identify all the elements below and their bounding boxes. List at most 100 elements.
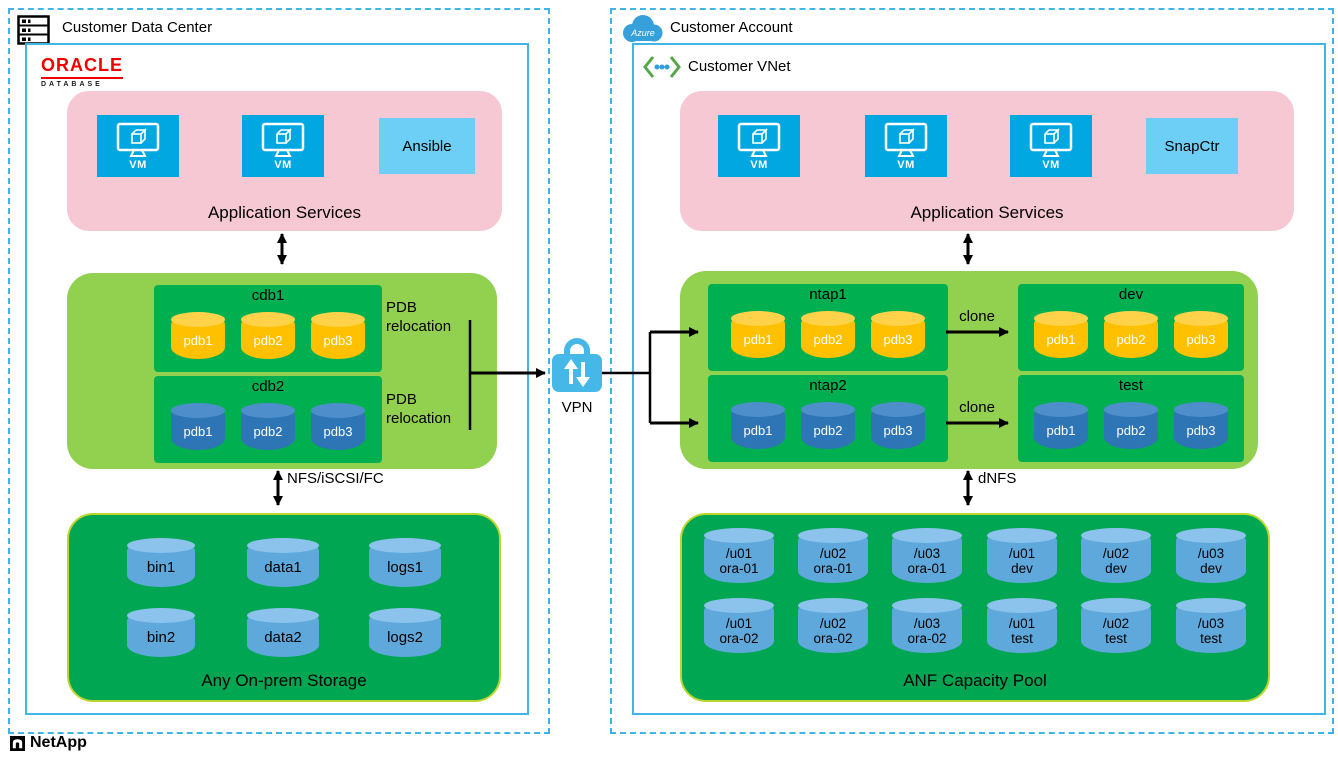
pdb-cylinder: pdb3 (871, 311, 925, 358)
netapp-mark-icon (10, 735, 25, 751)
storage-volume-cylinder: bin2 (127, 608, 195, 657)
pdb-cylinder: pdb1 (731, 311, 785, 358)
onprem-application-services-box: VM VM Ansible Application Services (67, 91, 502, 231)
pdb-cylinder: pdb2 (801, 402, 855, 449)
pdb-label: pdb3 (323, 423, 353, 439)
pdb-label: pdb3 (323, 332, 353, 348)
volume-label: bin1 (146, 558, 176, 576)
pdb-label: pdb2 (253, 423, 283, 439)
volume-label: bin2 (146, 628, 176, 646)
anf-capacity-pool-label: ANF Capacity Pool (903, 671, 1047, 690)
pdb-label: pdb1 (743, 422, 773, 438)
volume-label: /u03 ora-01 (907, 545, 947, 576)
volume-label: /u02 dev (1102, 545, 1130, 576)
pdb-label: pdb2 (813, 422, 843, 438)
volume-label: logs2 (387, 628, 423, 646)
volume-label: /u01 ora-01 (719, 545, 759, 576)
pdb-label: pdb1 (1046, 331, 1076, 347)
dnfs-protocol-label: dNFS (978, 470, 1017, 487)
volume-label: /u01 dev (1008, 545, 1036, 576)
storage-volume-cylinder: logs1 (369, 538, 441, 587)
pdb-label: pdb1 (743, 331, 773, 347)
volume-label: /u03 ora-02 (907, 615, 947, 646)
pdb-label: pdb1 (1046, 422, 1076, 438)
anf-volume-cylinder: /u02 dev (1081, 528, 1151, 583)
cloud-database-group: ntap1 pdb1 pdb2 pdb3 dev pdb1 pdb2 pdb3 … (680, 271, 1258, 469)
vm-monitor-icon (1029, 122, 1073, 157)
vm-monitor-icon (261, 122, 305, 157)
vm-icon: VM (242, 115, 324, 177)
pdb-cylinder: pdb1 (171, 312, 225, 359)
pdb-label: pdb3 (1186, 331, 1216, 347)
vm-label: VM (1042, 158, 1060, 171)
netapp-wordmark: NetApp (30, 734, 87, 751)
volume-label: /u01 ora-02 (719, 615, 759, 646)
volume-label: data2 (264, 628, 302, 646)
dev-label: dev (1118, 286, 1144, 303)
anf-volume-cylinder: /u02 test (1081, 598, 1151, 653)
volume-label: /u03 test (1197, 615, 1225, 646)
volume-label: /u02 ora-01 (813, 545, 853, 576)
volume-label: data1 (264, 558, 302, 576)
pdb-label: pdb1 (183, 332, 213, 348)
vm-icon: VM (718, 115, 800, 177)
ntap1-box: ntap1 pdb1 pdb2 pdb3 (708, 284, 948, 371)
anf-capacity-pool-box: /u01 ora-01 /u02 ora-01 /u03 ora-01 /u01… (680, 513, 1270, 702)
azure-cloud-icon: Azure (620, 14, 666, 49)
ntap2-label: ntap2 (809, 377, 847, 394)
ntap1-label: ntap1 (809, 286, 847, 303)
pdb-cylinder: pdb1 (171, 403, 225, 450)
anf-volume-cylinder: /u03 test (1176, 598, 1246, 653)
pdb-cylinder: pdb3 (311, 312, 365, 359)
vm-label: VM (129, 158, 147, 171)
oracle-wordmark: ORACLE (41, 55, 123, 79)
pdb-label: pdb1 (183, 423, 213, 439)
pdb-relocation-label-top: PDB relocation (386, 299, 452, 335)
volume-label: /u03 dev (1197, 545, 1225, 576)
pdb-cylinder: pdb3 (311, 403, 365, 450)
cdb1-label: cdb1 (251, 287, 285, 304)
customer-vnet-title: Customer VNet (688, 58, 791, 75)
cdb2-label: cdb2 (251, 378, 285, 395)
anf-volume-cylinder: /u01 ora-01 (704, 528, 774, 583)
ansible-box: Ansible (379, 118, 475, 174)
vm-icon: VM (1010, 115, 1092, 177)
storage-volume-cylinder: logs2 (369, 608, 441, 657)
customer-data-center-title: Customer Data Center (62, 19, 213, 36)
onprem-storage-box: bin1 data1 logs1 bin2 data2 logs2 Any On… (67, 513, 501, 702)
application-services-label: Application Services (207, 203, 362, 222)
anf-volume-cylinder: /u01 ora-02 (704, 598, 774, 653)
vm-monitor-icon (884, 122, 928, 157)
customer-vnet-box: Customer VNet VM (632, 43, 1326, 715)
pdb-cylinder: pdb2 (241, 312, 295, 359)
anf-volume-cylinder: /u01 test (987, 598, 1057, 653)
volume-label: /u01 test (1008, 615, 1036, 646)
cloud-application-services-box: VM VM (680, 91, 1294, 231)
pdb-label: pdb3 (1186, 422, 1216, 438)
vm-monitor-icon (737, 122, 781, 157)
test-label: test (1118, 377, 1144, 394)
vm-label: VM (897, 158, 915, 171)
clone-label-bottom: clone (959, 399, 995, 416)
pdb-cylinder: pdb1 (1034, 402, 1088, 449)
pdb-relocation-label-bottom: PDB relocation (386, 391, 452, 427)
pdb-label: pdb2 (1116, 422, 1146, 438)
clone-label-top: clone (959, 308, 995, 325)
anf-volume-cylinder: /u02 ora-01 (798, 528, 868, 583)
vm-label: VM (750, 158, 768, 171)
volume-label: /u02 test (1102, 615, 1130, 646)
anf-volume-cylinder: /u03 ora-01 (892, 528, 962, 583)
anf-volume-cylinder: /u01 dev (987, 528, 1057, 583)
customer-data-center-region: Customer Data Center ORACLE DATABASE VM (8, 8, 550, 734)
nfs-protocol-label: NFS/iSCSI/FC (287, 470, 384, 487)
volume-label: /u02 ora-02 (813, 615, 853, 646)
storage-volume-cylinder: data1 (247, 538, 319, 587)
storage-volume-cylinder: bin1 (127, 538, 195, 587)
pdb-label: pdb2 (1116, 331, 1146, 347)
vpn-lock-icon (552, 336, 602, 399)
ntap2-box: ntap2 pdb1 pdb2 pdb3 (708, 375, 948, 462)
vm-icon: VM (865, 115, 947, 177)
application-services-label: Application Services (910, 203, 1064, 222)
customer-account-title: Customer Account (670, 19, 793, 36)
storage-volume-cylinder: data2 (247, 608, 319, 657)
